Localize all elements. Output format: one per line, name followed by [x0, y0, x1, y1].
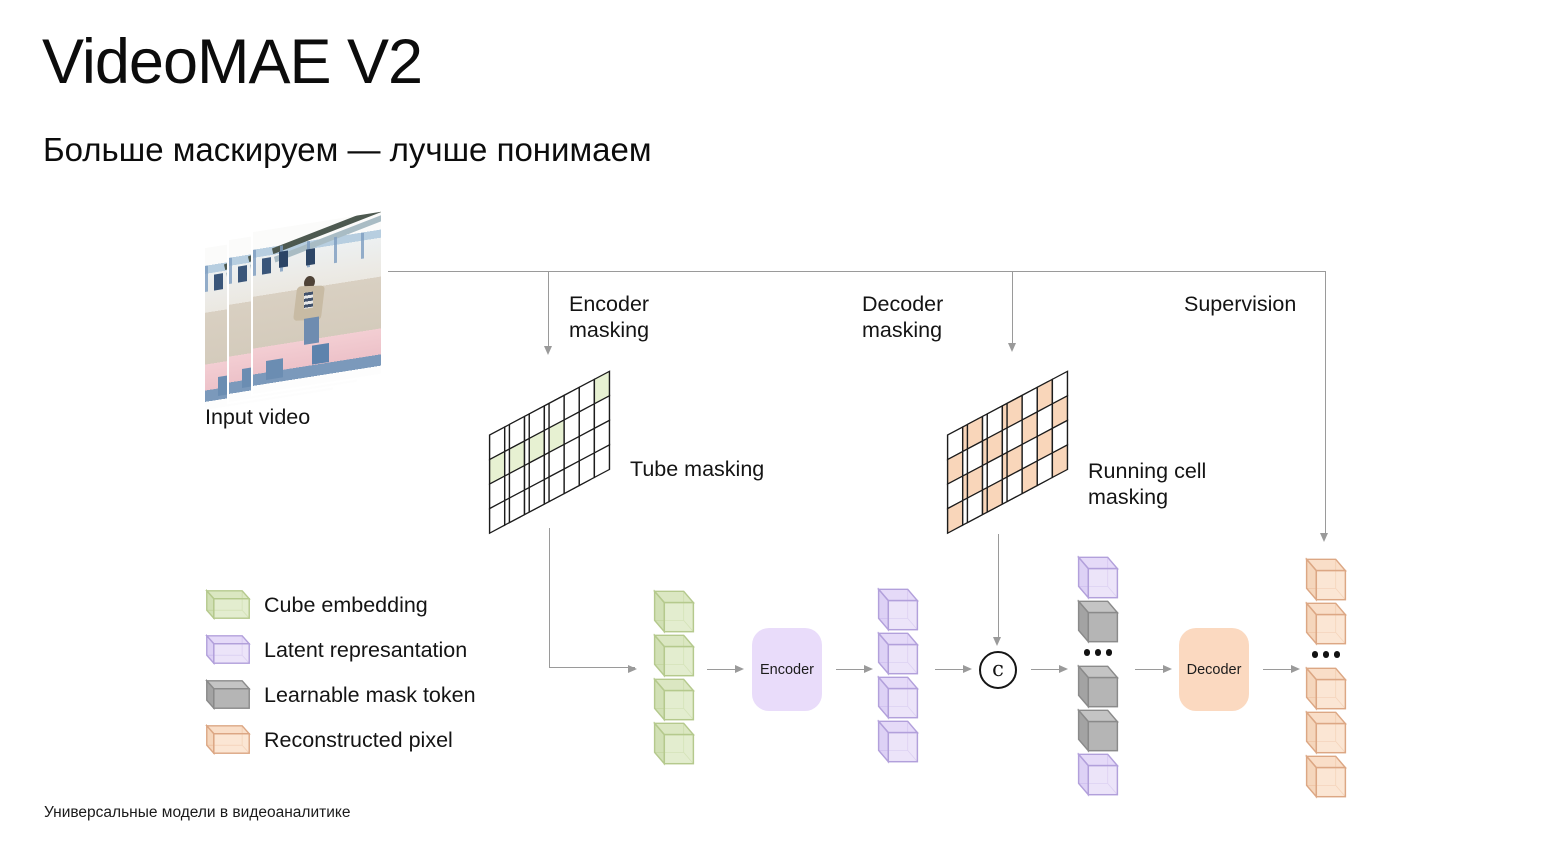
legend-label: Latent represantation — [264, 637, 468, 662]
person-figure — [293, 273, 331, 349]
seat-detail — [311, 343, 329, 365]
stand-detail — [278, 250, 288, 269]
supervision-arrow — [1320, 271, 1329, 542]
encoder-masking-arrow — [543, 271, 552, 355]
concat-symbol: c — [992, 657, 1004, 681]
decoder-block-label: Decoder — [1186, 661, 1242, 678]
footer-text: Универсальные модели в видеоаналитике — [44, 804, 351, 821]
green-cube — [653, 588, 695, 634]
running-to-concat-arrow — [993, 534, 1002, 646]
purple-cube — [877, 674, 919, 720]
decoder-block: Decoder — [1179, 628, 1249, 711]
orange-cube — [1305, 753, 1347, 799]
purple-cube — [877, 718, 919, 764]
purple-cube-icon — [205, 633, 251, 666]
green-cube-icon — [205, 588, 251, 621]
tube-masking-label: Tube masking — [630, 457, 765, 481]
concat-node: c — [979, 651, 1017, 689]
purple-cube — [877, 630, 919, 676]
latent-column — [877, 586, 919, 764]
purple-cube — [1077, 554, 1119, 600]
cube-embedding-column — [653, 588, 695, 766]
gray-cube-icon — [205, 678, 251, 711]
legend-item-latent: Latent represantation — [205, 633, 467, 666]
encoder-block-label: Encoder — [759, 661, 814, 678]
embed-to-encoder-arrow — [707, 664, 744, 673]
decoder-masking-label: Decoder masking — [862, 292, 944, 342]
legend-item-reconstructed: Reconstructed pixel — [205, 723, 453, 756]
supervision-label: Supervision — [1184, 292, 1297, 316]
decoder-masking-arrow — [1007, 271, 1016, 352]
decoder-input-column — [1077, 554, 1119, 797]
legend-item-cube-embedding: Cube embedding — [205, 588, 428, 621]
gray-cube — [1077, 663, 1119, 709]
tokens-to-decoder-arrow — [1135, 664, 1172, 673]
legend-item-mask-token: Learnable mask token — [205, 678, 476, 711]
running-cell-masking-label: Running cell masking — [1088, 459, 1207, 509]
orange-cube — [1305, 709, 1347, 755]
encoder-block: Encoder — [752, 628, 822, 711]
concat-to-tokens-arrow — [1031, 664, 1068, 673]
decoder-to-output-arrow — [1263, 664, 1300, 673]
routing-line — [388, 271, 1326, 272]
encoder-masking-label: Encoder masking — [569, 292, 650, 342]
orange-cube — [1305, 665, 1347, 711]
orange-cube-icon — [205, 723, 251, 756]
orange-cube — [1305, 556, 1347, 602]
purple-cube — [877, 586, 919, 632]
green-cube — [653, 676, 695, 722]
reconstructed-column — [1305, 556, 1347, 799]
ellipsis — [1083, 642, 1113, 663]
ellipsis — [1311, 644, 1341, 665]
gray-cube — [1077, 707, 1119, 753]
legend-label: Learnable mask token — [264, 682, 476, 707]
input-video-label: Input video — [205, 405, 311, 429]
running-cell-masking-grid — [944, 368, 1072, 541]
gray-cube — [1077, 598, 1119, 644]
tube-to-embed-connector — [549, 528, 637, 673]
railing-posts — [253, 229, 381, 276]
green-cube — [653, 632, 695, 678]
tube-masking-grid — [486, 368, 614, 541]
latent-to-concat-arrow — [935, 664, 972, 673]
page-subtitle: Больше маскируем — лучше понимаем — [43, 131, 652, 168]
legend-label: Reconstructed pixel — [264, 727, 453, 752]
orange-cube — [1305, 600, 1347, 646]
legend-label: Cube embedding — [264, 592, 428, 617]
page-title: VideoMAE V2 — [42, 27, 423, 97]
encoder-to-latent-arrow — [836, 664, 873, 673]
green-cube — [653, 720, 695, 766]
purple-cube — [1077, 751, 1119, 797]
video-frame-front — [251, 209, 383, 397]
